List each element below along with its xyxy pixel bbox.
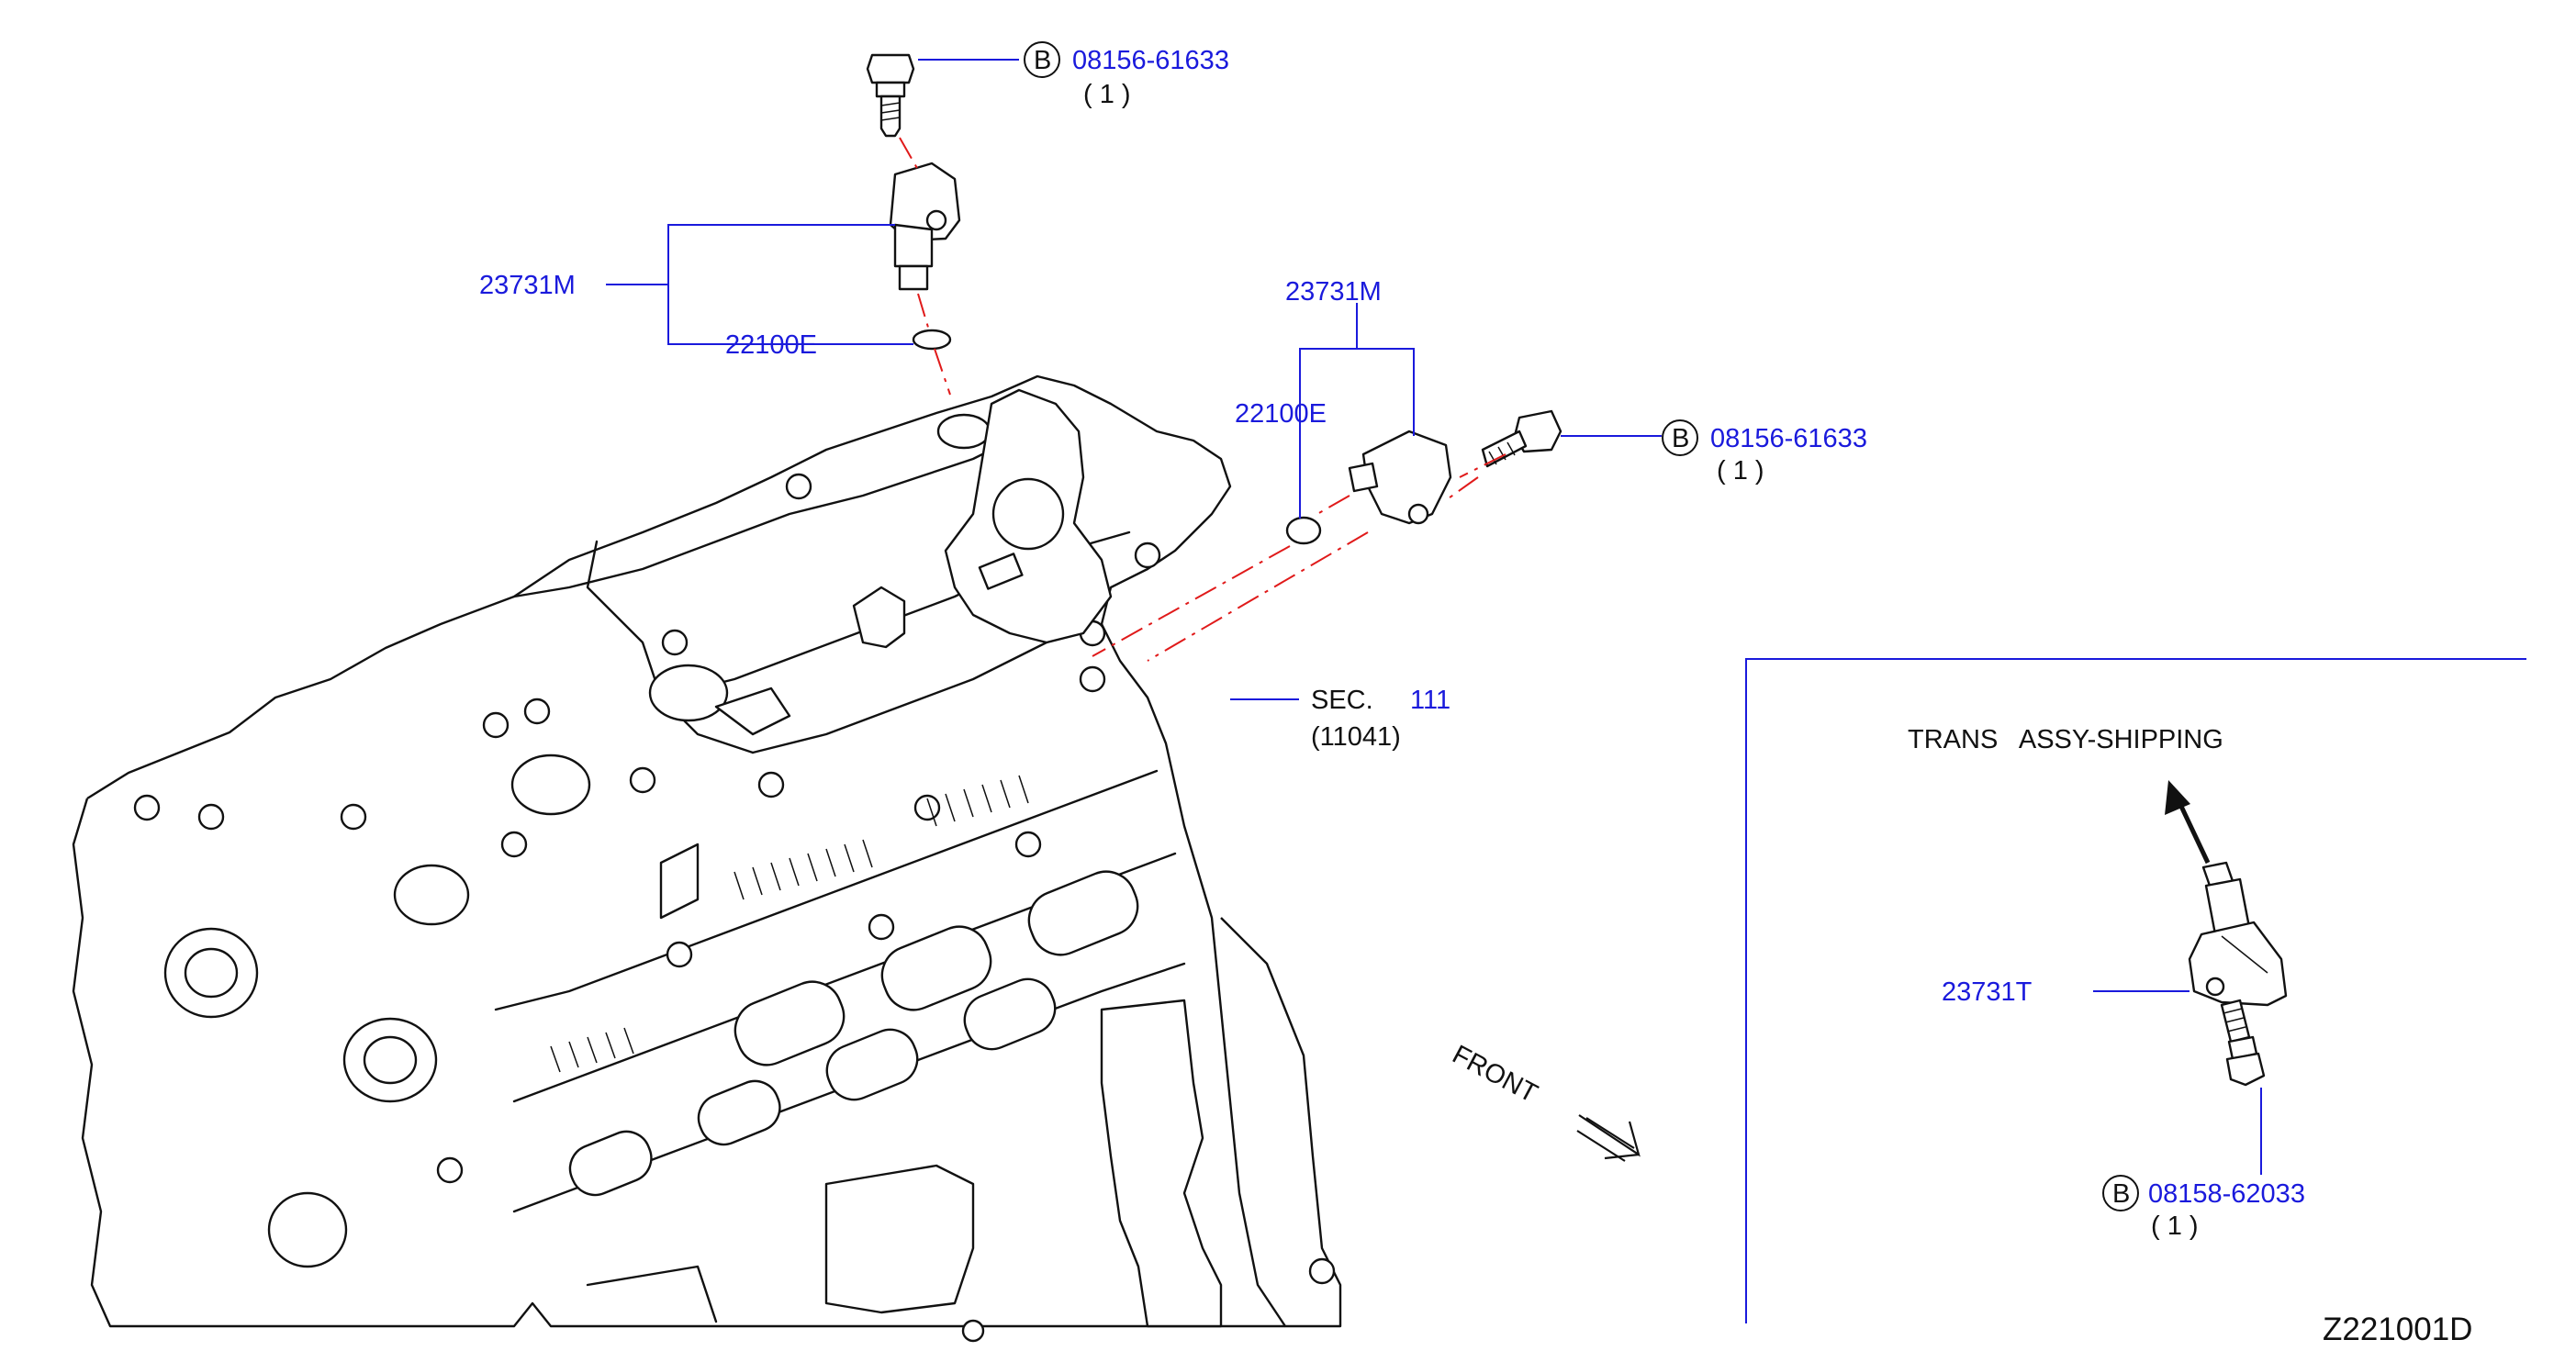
section-label: SEC.	[1311, 686, 1373, 715]
inset-bolt-illustration	[2220, 999, 2266, 1087]
top-sensor-part-number: 23731M	[479, 271, 576, 300]
right-oring-illustration	[1285, 516, 1322, 545]
right-bolt-illustration	[1481, 409, 1562, 468]
right-centerline-lower	[1147, 476, 1479, 662]
top-sensor-illustration	[889, 162, 961, 291]
inset-sensor-part-number: 23731T	[1942, 977, 2033, 1007]
top-bolt-part-number: 08156-61633	[1072, 46, 1229, 75]
right-bolt-quantity: ( 1 )	[1717, 456, 1764, 486]
right-oring-part-number: 22100E	[1235, 399, 1327, 429]
inset-bolt-ref-circle	[2102, 1175, 2139, 1211]
top-oring-illustration	[912, 329, 952, 351]
top-bolt-quantity: ( 1 )	[1083, 80, 1131, 109]
section-sub-reference: (11041)	[1311, 722, 1401, 752]
right-bolt-ref-letter: B	[1672, 424, 1689, 453]
inset-bolt-quantity: ( 1 )	[2151, 1211, 2199, 1241]
top-centerline	[899, 137, 951, 396]
inset-title: TRANS ASSY-SHIPPING	[1908, 725, 2223, 754]
right-bolt-ref-circle	[1662, 419, 1698, 456]
top-oring-part-number: 22100E	[725, 330, 817, 360]
front-label: FRONT	[1448, 1040, 1542, 1109]
front-arrow-icon	[1576, 1114, 1641, 1162]
right-bolt-part-number: 08156-61633	[1710, 424, 1867, 453]
top-bolt-illustration	[866, 53, 915, 138]
right-sensor-illustration	[1348, 430, 1452, 525]
top-bolt-ref-circle	[1024, 41, 1060, 78]
inset-direction-arrow	[2165, 780, 2211, 865]
top-bolt-ref-letter: B	[1034, 46, 1051, 75]
inset-bolt-part-number: 08158-62033	[2148, 1179, 2305, 1209]
inset-sensor-illustration	[2188, 861, 2288, 1007]
inset-border	[1745, 658, 2526, 1323]
right-sensor-part-number: 23731M	[1285, 277, 1382, 307]
section-number: 111	[1410, 686, 1450, 715]
right-centerline-upper	[1092, 453, 1506, 657]
engine-head-illustration	[72, 374, 1342, 1343]
inset-bolt-ref-letter: B	[2112, 1179, 2130, 1209]
diagram-code: Z221001D	[2323, 1312, 2472, 1347]
